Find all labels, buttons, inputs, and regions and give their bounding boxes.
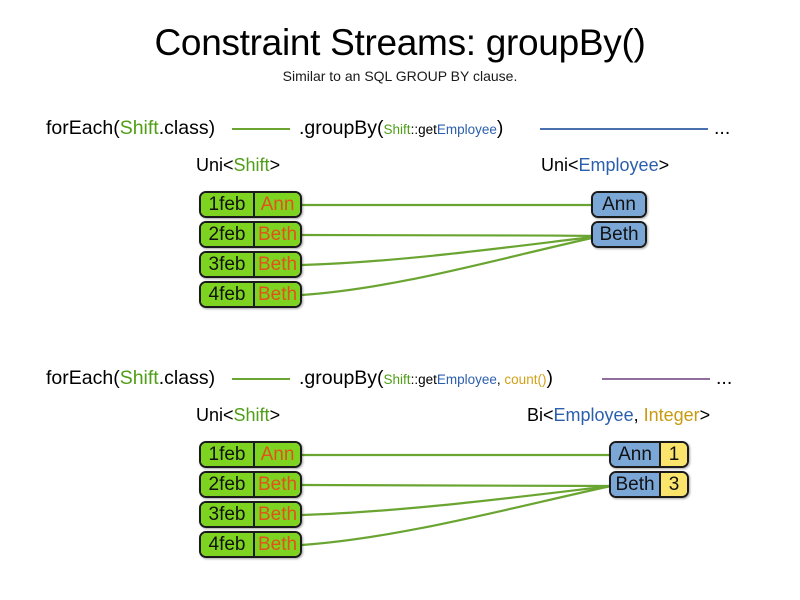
uni-suffix: > bbox=[269, 155, 281, 175]
shift-node[interactable]: 3feb Beth bbox=[199, 501, 302, 528]
connector-line-blue-1 bbox=[540, 128, 708, 130]
link-shift3-beth bbox=[301, 234, 602, 267]
employee-name: Ann bbox=[611, 443, 659, 466]
groupby-arg-employee: Employee bbox=[436, 372, 497, 387]
shift-date: 2feb bbox=[201, 223, 253, 246]
employee-count: 3 bbox=[659, 473, 687, 496]
groupby-arg-count: count() bbox=[504, 372, 547, 387]
groupby-expression-2: .groupBy(Shift::getEmployee, count()) bbox=[299, 363, 553, 395]
groupby-arg-sep: :: bbox=[410, 372, 419, 387]
link-shift2-beth bbox=[301, 483, 612, 488]
groupby-arg-comma: , bbox=[496, 372, 505, 387]
foreach-prefix: forEach( bbox=[46, 117, 120, 139]
bi-mid: , bbox=[633, 405, 644, 425]
uni-employee-type: Employee bbox=[578, 155, 659, 175]
shift-employee-name: Ann bbox=[253, 193, 300, 216]
ellipsis-1: ... bbox=[714, 117, 731, 139]
employee-name: Beth bbox=[611, 473, 659, 496]
groupby-arg-get: get bbox=[418, 122, 437, 137]
groupby-arg-type: Shift bbox=[383, 372, 411, 387]
employee-count-node[interactable]: Beth 3 bbox=[609, 471, 689, 498]
connector-line-green-2 bbox=[232, 378, 290, 380]
uni-shift-type: Shift bbox=[233, 405, 270, 425]
foreach-expression-2: forEach(Shift.class) bbox=[46, 363, 215, 393]
shift-node[interactable]: 4feb Beth bbox=[199, 281, 302, 308]
shift-node[interactable]: 1feb Ann bbox=[199, 441, 302, 468]
groupby-suffix: ) bbox=[496, 117, 504, 139]
groupby-prefix: .groupBy( bbox=[299, 117, 384, 139]
uni-emp-prefix: Uni< bbox=[541, 155, 579, 175]
uni-emp-suffix: > bbox=[658, 155, 670, 175]
ellipsis-2: ... bbox=[716, 367, 733, 389]
shift-type-token: Shift bbox=[119, 117, 159, 139]
link-shift4-beth bbox=[301, 484, 612, 547]
shift-employee-name: Beth bbox=[253, 503, 300, 526]
shift-node[interactable]: 1feb Ann bbox=[199, 191, 302, 218]
bi-integer-type: Integer bbox=[643, 405, 700, 425]
bi-employee-type: Employee bbox=[553, 405, 634, 425]
uni-shift-type: Shift bbox=[233, 155, 270, 175]
employee-count-node[interactable]: Ann 1 bbox=[609, 441, 689, 468]
shift-employee-name: Beth bbox=[253, 283, 300, 306]
shift-type-token: Shift bbox=[119, 367, 159, 389]
expression-row-1: forEach(Shift.class) .groupBy(Shift::get… bbox=[0, 113, 800, 143]
groupby-arg-employee: Employee bbox=[436, 122, 497, 137]
shift-date: 3feb bbox=[201, 253, 253, 276]
foreach-suffix: .class) bbox=[158, 117, 216, 139]
connector-line-green-1 bbox=[232, 128, 290, 130]
shift-date: 4feb bbox=[201, 283, 253, 306]
shift-node[interactable]: 3feb Beth bbox=[199, 251, 302, 278]
shift-node[interactable]: 4feb Beth bbox=[199, 531, 302, 558]
left-type-label-1: Uni<Shift> bbox=[196, 155, 280, 176]
connector-line-purple-2 bbox=[602, 378, 710, 380]
uni-suffix: > bbox=[269, 405, 281, 425]
link-shift4-beth bbox=[301, 234, 602, 297]
shift-employee-name: Beth bbox=[253, 533, 300, 556]
groupby-expression-1: .groupBy(Shift::getEmployee) bbox=[299, 113, 503, 145]
groupby-arg-type: Shift bbox=[383, 122, 411, 137]
bi-suffix: > bbox=[699, 405, 711, 425]
groupby-prefix: .groupBy( bbox=[299, 367, 384, 389]
employee-node[interactable]: Ann bbox=[591, 191, 647, 218]
employee-count: 1 bbox=[659, 443, 687, 466]
shift-date: 3feb bbox=[201, 503, 253, 526]
uni-prefix: Uni< bbox=[196, 405, 234, 425]
foreach-suffix: .class) bbox=[158, 367, 216, 389]
shift-date: 1feb bbox=[201, 443, 253, 466]
groupby-suffix: ) bbox=[546, 367, 553, 389]
link-shift3-beth bbox=[301, 484, 612, 517]
shift-employee-name: Ann bbox=[253, 443, 300, 466]
shift-date: 2feb bbox=[201, 473, 253, 496]
groupby-arg-get: get bbox=[418, 372, 437, 387]
shift-date: 1feb bbox=[201, 193, 253, 216]
employee-node[interactable]: Beth bbox=[591, 221, 647, 248]
shift-employee-name: Beth bbox=[253, 223, 300, 246]
employee-name: Beth bbox=[593, 223, 645, 246]
foreach-prefix: forEach( bbox=[46, 367, 120, 389]
foreach-expression-1: forEach(Shift.class) bbox=[46, 113, 215, 143]
right-type-label-2: Bi<Employee, Integer> bbox=[527, 405, 710, 426]
page-title: Constraint Streams: groupBy() bbox=[154, 22, 646, 63]
right-type-label-1: Uni<Employee> bbox=[541, 155, 669, 176]
bi-prefix: Bi< bbox=[527, 405, 554, 425]
shift-date: 4feb bbox=[201, 533, 253, 556]
shift-node[interactable]: 2feb Beth bbox=[199, 221, 302, 248]
employee-name: Ann bbox=[593, 193, 645, 216]
groupby-arg-sep: :: bbox=[410, 122, 419, 137]
uni-prefix: Uni< bbox=[196, 155, 234, 175]
link-shift2-beth bbox=[301, 233, 602, 238]
page-subtitle: Similar to an SQL GROUP BY clause. bbox=[282, 68, 518, 84]
left-type-label-2: Uni<Shift> bbox=[196, 405, 280, 426]
shift-employee-name: Beth bbox=[253, 473, 300, 496]
expression-row-2: forEach(Shift.class) .groupBy(Shift::get… bbox=[0, 363, 800, 393]
shift-node[interactable]: 2feb Beth bbox=[199, 471, 302, 498]
shift-employee-name: Beth bbox=[253, 253, 300, 276]
